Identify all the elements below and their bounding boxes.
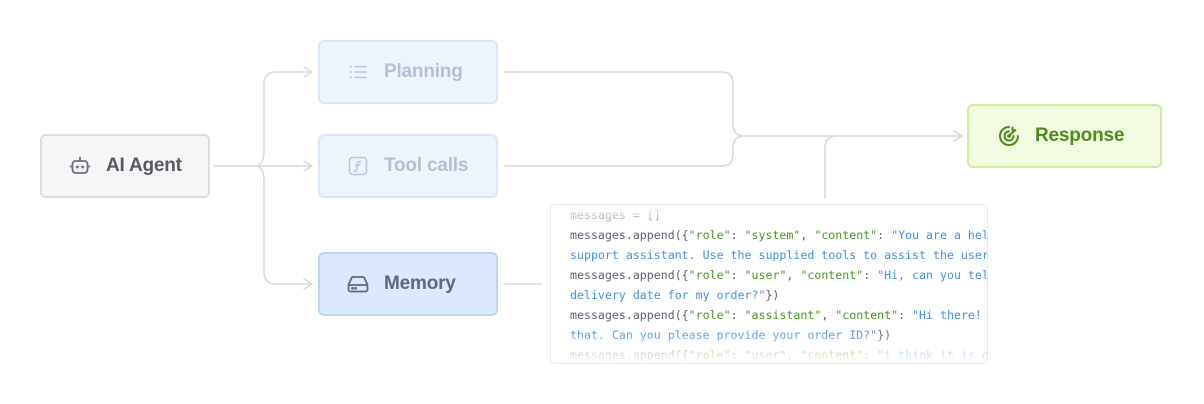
code-line: messages.append({"role": "system", "cont… [570,225,987,245]
code-token: "content" [814,228,878,242]
code-token: : [730,268,745,282]
node-tool-calls[interactable]: Tool calls [318,134,498,198]
code-token: : [863,348,878,362]
code-token: "content" [835,308,899,322]
connector-code-out [824,135,838,199]
code-token: that. Can you please provide your order … [570,328,878,342]
code-token: support assistant. Use the supplied tool… [570,248,988,262]
arrowhead-tools [303,160,313,172]
code-token: "i think it is orde [877,348,987,362]
code-token: "user" [744,268,787,282]
code-token: , [800,228,815,242]
code-token: , [786,268,801,282]
drive-icon [346,272,370,296]
node-tool-calls-label: Tool calls [384,155,469,176]
code-line: messages = [] [570,205,987,225]
arrowhead-memory [303,278,313,290]
connector-tools-out [503,135,746,167]
code-line: messages.append({"role": "assistant", "c… [570,305,987,325]
connector-to-planning [253,71,313,167]
code-lines: messages = []messages.append({"role": "s… [570,205,987,363]
code-token: "content" [800,348,864,362]
arrowhead-planning [303,66,313,78]
code-token: , [821,308,836,322]
connector-to-memory [253,165,313,285]
code-token: , [786,348,801,362]
robot-icon [68,154,92,178]
code-token: "content" [800,268,864,282]
code-token: messages.append({ [570,268,689,282]
code-token: delivery date for my order?" [570,288,766,302]
node-memory-label: Memory [384,273,456,294]
code-token: }) [765,288,780,302]
code-token: }) [877,328,892,342]
code-token: "system" [744,228,801,242]
node-planning[interactable]: Planning [318,40,498,104]
code-token: : [730,228,745,242]
code-token: : [730,348,745,362]
node-memory[interactable]: Memory [318,252,498,316]
connector-planning-out [503,71,963,137]
code-token: messages.append({ [570,308,689,322]
node-planning-label: Planning [384,61,463,82]
code-token: : [863,268,878,282]
code-token: : [730,308,745,322]
code-token: "You are a helpful [891,228,988,242]
node-response[interactable]: Response [967,104,1162,168]
code-token: "user" [744,348,787,362]
arrowhead-response [953,130,963,142]
node-ai-agent[interactable]: AI Agent [40,134,210,198]
function-icon [346,154,370,178]
code-token: : [898,308,913,322]
code-line: that. Can you please provide your order … [570,325,987,345]
code-token: "Hi, can you tell me [877,268,987,282]
code-line: delivery date for my order?"}) [570,285,987,305]
code-token: "Hi there! I ca [912,308,982,322]
code-token: "role" [688,348,731,362]
code-line: messages.append({"role": "user", "conten… [570,345,987,363]
memory-messages-code-panel: messages = []messages.append({"role": "s… [550,204,988,364]
list-icon [346,60,370,84]
code-token: "role" [688,228,731,242]
code-token: "role" [688,268,731,282]
target-icon [997,124,1021,148]
code-line: messages.append({"role": "user", "conten… [570,265,987,285]
code-token: messages.append({ [570,348,689,362]
code-token: : [877,228,892,242]
code-line: support assistant. Use the supplied tool… [570,245,987,265]
node-response-label: Response [1035,125,1125,146]
code-token: "assistant" [744,308,822,322]
code-token: "role" [688,308,731,322]
node-ai-agent-label: AI Agent [106,155,182,176]
code-token: messages = [] [570,208,661,222]
code-token: messages.append({ [570,228,689,242]
